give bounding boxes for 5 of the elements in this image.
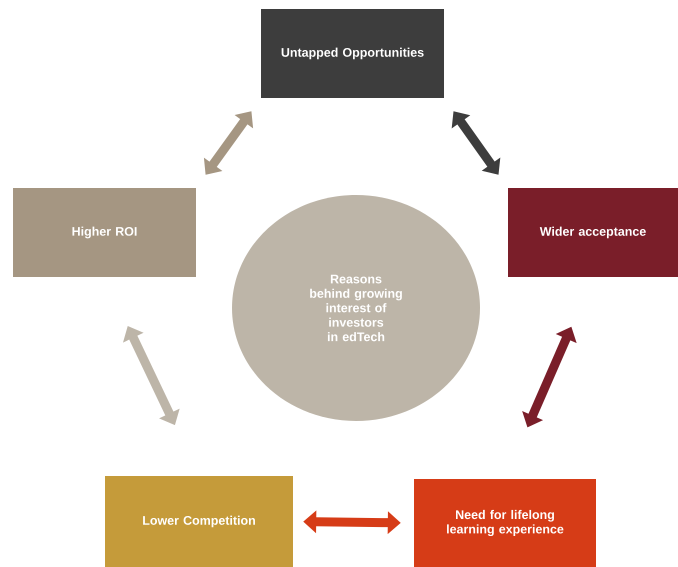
process-box: Need for lifelong learning experience — [414, 478, 596, 567]
process-box: Higher ROI — [13, 188, 196, 277]
process-box: Lower Competition — [105, 476, 293, 567]
process-box: Wider acceptance — [508, 188, 678, 277]
process-box: Untapped Opportunities — [261, 9, 444, 98]
